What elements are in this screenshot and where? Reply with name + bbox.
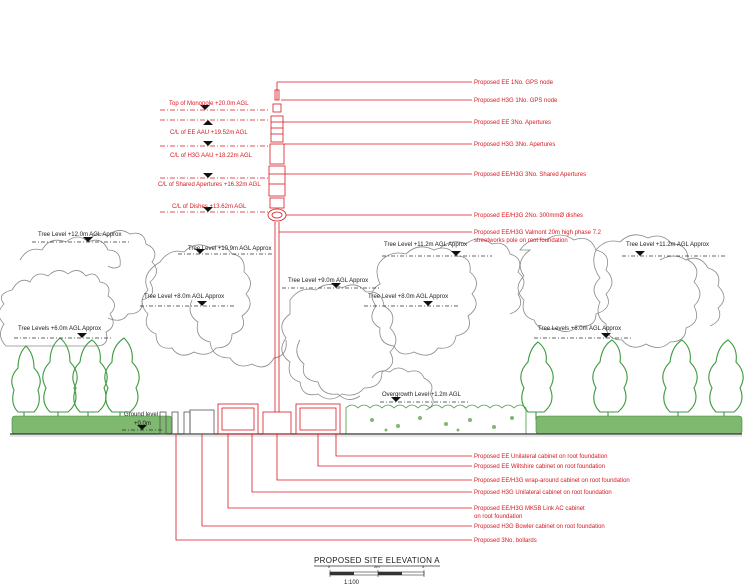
tree-level-6-a: Tree Levels +6.0m AGL Approx [18,326,101,332]
level-h3g-aau-label: C/L of H3G AAU +18.22m AGL [170,153,253,159]
tree-level-9: Tree Level +9.0m AGL Approx [288,278,368,284]
tree-level-6-b: Tree Levels +6.0m AGL Approx [538,326,621,332]
tree-level-11-2-a: Tree Level +11.2m AGL Approx [384,242,467,248]
callout-h3g-unilateral: Proposed H3G Unilateral cabinet on root … [474,490,612,496]
callout-pole-line1: Proposed EE/H3G Valmont 20m high phase 7… [474,230,602,236]
scale-tick-4: 4 [422,564,425,569]
level-top-label: Top of Monopole +20.0m AGL [169,101,249,107]
cabinet-leader-lines [175,434,472,541]
callout-gps-ee: Proposed EE 1No. GPS node [474,80,554,86]
callout-dishes: Proposed EE/H3G 2No. 300mmØ dishes [474,213,583,219]
callout-apertures-h3g: Proposed H3G 3No. Apertures [474,142,555,148]
background-tree-canopy [0,230,725,411]
callout-wrap-around: Proposed EE/H3G wrap-around cabinet on r… [474,478,630,484]
equipment-leader-lines [277,81,472,233]
green-foreground-trees [11,337,744,420]
callout-ee-unilateral: Proposed EE Unilateral cabinet on root f… [474,454,607,460]
elevation-level-lines [160,105,268,213]
tree-level-12: Tree Level +12.0m AGL Approx [38,232,121,238]
hedges [11,404,743,435]
drawing-title: PROPOSED SITE ELEVATION A [314,556,440,565]
scale-tick-2: 2m [374,564,380,569]
scale-label: 1:100 [344,580,360,586]
callout-gps-h3g: Proposed H3G 1No. GPS node [474,98,558,104]
ground-level-value: +0.0m [134,421,151,427]
tree-level-8-a: Tree Level +8.0m AGL Approx [144,294,224,300]
level-shared-label: C/L of Shared Apertures +16.32m AGL [158,182,261,188]
callout-mk5b-line2: on root foundation [474,514,522,520]
tree-level-10-9: Tree Level +10.9m AGL Approx [188,246,271,252]
ground-level-label: Ground level [124,412,158,418]
callout-apertures-ee: Proposed EE 3No. Apertures [474,120,551,126]
overgrowth-level: Overgrowth Level +1.2m AGL [382,392,462,398]
tree-level-11-2-b: Tree Level +11.2m AGL Approx [626,242,709,248]
tree-level-lines [14,237,726,431]
scale-tick-0: 0 [328,564,331,569]
callout-h3g-bowler: Proposed H3G Bowler cabinet on root foun… [474,524,605,530]
callout-pole-line2: streetworks pole on root foundation [474,238,568,244]
tree-level-8-b: Tree Level +8.0m AGL Approx [368,294,448,300]
level-ee-aau-label: C/L of EE AAU +19.52m AGL [170,130,248,136]
monopole [262,82,292,435]
callout-shared-apertures: Proposed EE/H3G 3No. Shared Apertures [474,172,586,178]
cabinets [159,403,341,435]
callout-ee-wiltshire: Proposed EE Wiltshire cabinet on root fo… [474,464,605,470]
level-dishes-label: C/L of Dishes +13.62m AGL [172,204,247,210]
callout-mk5b-line1: Proposed EE/H3G MK5B Link AC cabinet [474,506,585,512]
callout-bollards: Proposed 3No. bollards [474,538,537,544]
scale-bar [329,570,425,577]
